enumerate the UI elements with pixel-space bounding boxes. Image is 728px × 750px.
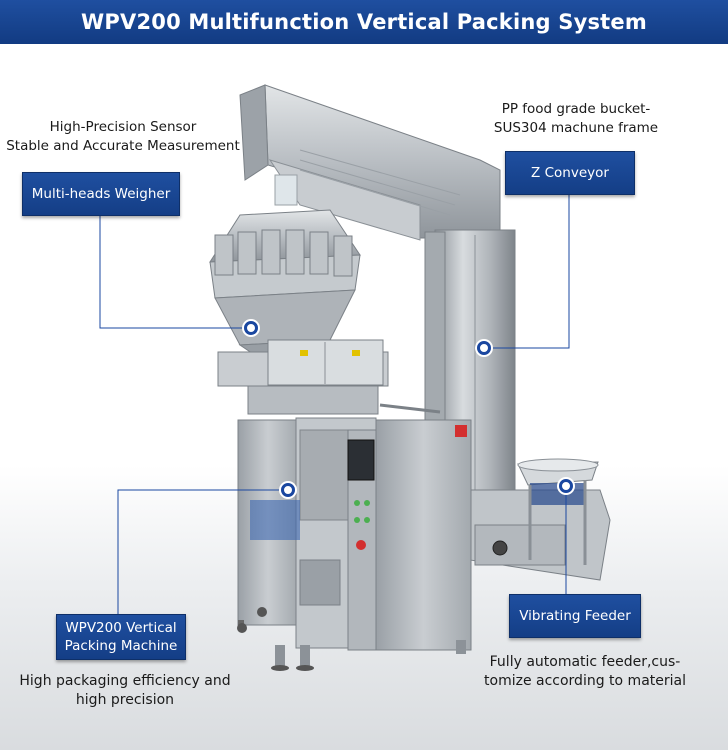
packing-machine-label: WPV200 Vertical Packing Machine	[56, 614, 186, 660]
conveyor-note: PP food grade bucket- SUS304 machune fra…	[456, 100, 696, 138]
packing-machine-note: High packaging efficiency and high preci…	[5, 672, 245, 710]
packing-machine-label-line2: Packing Machine	[64, 638, 178, 654]
feeder-note-line2: tomize according to material	[484, 673, 686, 689]
conveyor-marker	[477, 341, 491, 355]
conveyor-label: Z Conveyor	[505, 151, 635, 195]
feeder-label: Vibrating Feeder	[509, 594, 641, 638]
callout-lines	[99, 194, 570, 614]
packing-machine-marker	[281, 483, 295, 497]
vertical-packing-machine	[237, 417, 472, 671]
packing-machine-label-line1: WPV200 Vertical	[65, 620, 177, 636]
feeder-note: Fully automatic feeder,cus- tomize accor…	[470, 653, 700, 691]
packing-machine-note-line1: High packaging efficiency and	[19, 673, 231, 689]
conveyor-note-line2: SUS304 machune frame	[493, 120, 659, 136]
conveyor-note-line1: PP food grade bucket-	[501, 101, 651, 117]
multihead-weigher	[209, 174, 441, 415]
packing-machine-note-line2: high precision	[75, 692, 175, 708]
weigher-note-line1: High-Precision Sensor	[49, 119, 197, 135]
feeder-marker	[559, 479, 573, 493]
feeder-note-line1: Fully automatic feeder,cus-	[489, 654, 681, 670]
weigher-note-line2: Stable and Accurate Measurement	[6, 138, 240, 154]
weigher-marker	[244, 321, 258, 335]
weigher-note: High-Precision Sensor Stable and Accurat…	[2, 118, 244, 156]
weigher-label: Multi-heads Weigher	[22, 172, 180, 216]
page-title: WPV200 Multifunction Vertical Packing Sy…	[0, 0, 728, 44]
